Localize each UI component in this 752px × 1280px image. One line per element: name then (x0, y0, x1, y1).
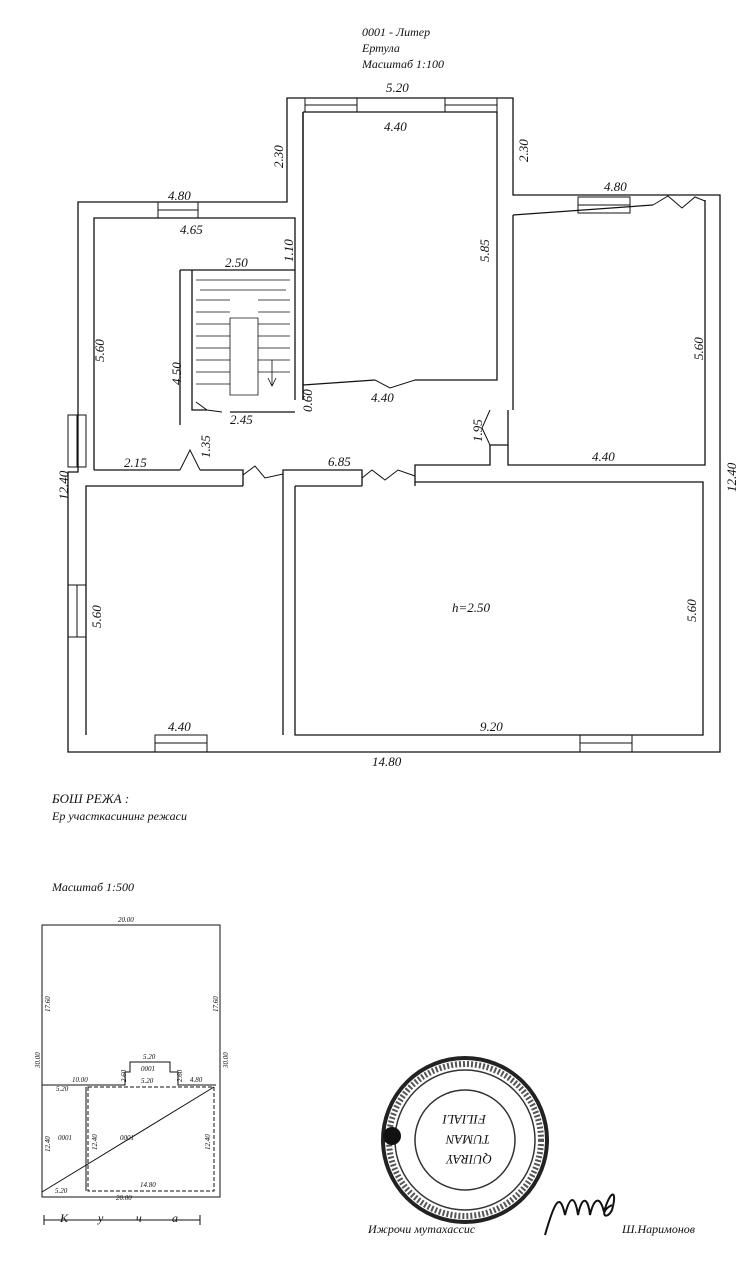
dim-bl-440: 4.40 (168, 719, 191, 734)
street-letter-3: ч (136, 1211, 142, 1225)
dim-right-230: 2.30 (516, 139, 531, 162)
dim-right-480: 4.80 (604, 179, 627, 194)
site-plan (41, 924, 221, 1225)
wall-upper-center (302, 111, 498, 400)
site-right-upper: 17.60 (212, 996, 220, 1012)
stamp-line-1: QUIRAY (445, 1152, 492, 1167)
header-floor: Ертула (362, 41, 400, 55)
dim-left-1240: 12.40 (56, 470, 71, 500)
site-b0001: 0001 (141, 1065, 155, 1073)
site-bot520: 5.20 (55, 1187, 68, 1195)
site-r1240: 12.40 (204, 1134, 212, 1150)
dim-v135: 1.35 (198, 435, 213, 458)
dim-stair-245: 2.45 (230, 412, 253, 427)
site-left-full: 30.00 (34, 1052, 42, 1069)
dim-stair-450: 4.50 (169, 362, 184, 385)
street-letter-4: а (172, 1211, 178, 1225)
header-liter: 0001 - Литер (362, 25, 431, 39)
dim-upper-inner: 4.40 (384, 119, 407, 134)
dim-v585: 5.85 (477, 239, 492, 262)
site-bot1480: 14.80 (140, 1181, 156, 1189)
official-stamp: QUIRAY TUMAN FILIALI (381, 1056, 549, 1224)
stamp-line-2: TUMAN (445, 1132, 490, 1147)
site-plan-scale: Масштаб 1:500 (52, 880, 135, 894)
street-letter-1: К (59, 1211, 69, 1225)
site-l1240: 12.40 (44, 1136, 52, 1152)
dim-corridor-215: 2.15 (124, 455, 147, 470)
site-b520b: 5.20 (141, 1077, 154, 1085)
room-height: h=2.50 (452, 600, 491, 615)
dim-bl-560: 5.60 (89, 605, 104, 628)
site-m1240: 12.40 (91, 1134, 99, 1150)
dim-v195: 1.95 (470, 419, 485, 442)
site-d1000: 10.00 (72, 1076, 88, 1084)
site-top: 20.00 (118, 916, 134, 924)
dim-v060: 0.60 (300, 389, 315, 412)
signature-mark (544, 1193, 616, 1236)
wall-big-room (294, 481, 704, 736)
site-b260b: 2.60 (176, 1069, 184, 1082)
site-b480: 4.80 (190, 1076, 203, 1084)
wall-right-upper (507, 200, 706, 466)
dim-corridor-685: 6.85 (328, 454, 351, 469)
executor-role: Ижрочи мутахассис (368, 1222, 476, 1236)
door-marks (179, 195, 706, 481)
stamp-line-3: FILIALI (442, 1112, 487, 1127)
site-bot2000: 20.00 (116, 1194, 132, 1202)
dim-stair-250: 2.50 (225, 255, 248, 270)
wall-corridor (94, 444, 508, 486)
wall-stair (179, 269, 296, 425)
dim-upper-bottom: 4.40 (371, 390, 394, 405)
street-letter-2: у (97, 1211, 104, 1225)
executor-name: Ш.Наримонов (622, 1222, 696, 1236)
site-b260a: 2.60 (120, 1069, 128, 1082)
outer-wall-outer (67, 97, 721, 753)
stair-steps (196, 279, 290, 396)
dim-left-560: 5.60 (92, 339, 107, 362)
dim-top: 5.20 (386, 80, 409, 95)
dim-right-1240: 12.40 (724, 462, 739, 492)
document-header: 0001 - Литер Ертула Масштаб 1:100 (362, 24, 444, 72)
dim-right-560: 5.60 (691, 337, 706, 360)
site-d520: 5.20 (56, 1085, 69, 1093)
dim-left-465: 4.65 (180, 222, 203, 237)
dim-br-560: 5.60 (684, 599, 699, 622)
site-l0001: 0001 (58, 1134, 72, 1142)
header-scale: Масштаб 1:100 (362, 57, 445, 71)
dim-right-bottom-440: 4.40 (592, 449, 615, 464)
dim-left-480: 4.80 (168, 188, 191, 203)
dim-left-230: 2.30 (271, 145, 286, 168)
dim-total-1480: 14.80 (372, 754, 402, 769)
site-b520: 5.20 (143, 1053, 156, 1061)
site-plan-title: БОШ РЕЖА : (52, 791, 130, 806)
dim-v110: 1.10 (281, 239, 296, 262)
dim-big-920: 9.20 (480, 719, 503, 734)
site-plan-subtitle: Ер участкасининг режаси (52, 809, 187, 823)
site-right-full: 30.00 (222, 1052, 230, 1069)
site-left-upper: 17.60 (44, 996, 52, 1012)
window-marks (67, 97, 633, 753)
site-m0001: 0001 (120, 1134, 134, 1142)
